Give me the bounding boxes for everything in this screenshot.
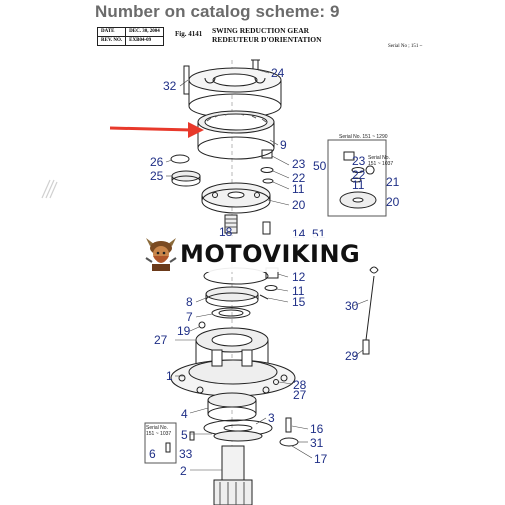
part-label-25[interactable]: 25	[150, 169, 164, 183]
part-label-26[interactable]: 26	[150, 155, 164, 169]
bearing-8	[205, 286, 259, 302]
ring-11	[262, 178, 274, 184]
serial-note: Serial No ; 151 ~	[388, 44, 423, 49]
part-label-12[interactable]: 12	[292, 270, 306, 284]
plug-28	[273, 379, 279, 385]
part-label-22[interactable]: 22	[292, 171, 306, 185]
part-label-11-inset[interactable]: 11	[352, 178, 365, 192]
part-label-5[interactable]: 5	[181, 428, 188, 442]
part-label-11-upper[interactable]: 11	[292, 182, 305, 196]
part-label-8[interactable]: 8	[186, 295, 193, 309]
part-label-1[interactable]: 1	[166, 369, 173, 383]
part-label-9[interactable]: 9	[280, 138, 287, 152]
part-label-31[interactable]: 31	[310, 436, 324, 450]
part-label-20-inset[interactable]: 20	[386, 195, 400, 209]
part-label-19[interactable]: 19	[177, 324, 191, 338]
washer-22	[260, 167, 274, 173]
inset-box-right	[327, 139, 387, 217]
part-label-4[interactable]: 4	[181, 407, 188, 421]
pin-14	[262, 221, 271, 235]
part-label-20[interactable]: 20	[292, 198, 306, 212]
part-label-23[interactable]: 23	[292, 157, 306, 171]
figure-number: Fig. 4141	[175, 30, 203, 38]
part-label-28[interactable]: 28	[293, 378, 307, 392]
ring-11-lower	[264, 285, 278, 291]
gear-26	[170, 154, 190, 164]
inset-box-left	[144, 422, 177, 464]
dipstick-head	[369, 266, 379, 274]
part-label-30[interactable]: 30	[345, 299, 359, 313]
part-label-27-lower[interactable]: 27	[293, 388, 307, 402]
inset-right-serial: Serial No. 151 ~ 1290	[339, 134, 388, 140]
cap-23	[261, 149, 273, 159]
watermark-brand: MOTOVIKING	[180, 240, 361, 268]
dipstick-30	[365, 275, 375, 341]
part-label-17[interactable]: 17	[314, 452, 328, 466]
part-label-7[interactable]: 7	[186, 310, 193, 324]
pin-15	[259, 294, 269, 300]
bearing-4	[207, 392, 257, 408]
screw-6	[165, 442, 171, 453]
part-label-21[interactable]: 21	[386, 175, 400, 189]
part-label-33[interactable]: 33	[179, 447, 193, 461]
part-label-11-lower[interactable]: 11	[292, 284, 305, 298]
figure-title: SWING REDUCTION GEAR REDEUTEUR D'ORIENTA…	[212, 26, 322, 44]
seal-7	[211, 307, 251, 319]
figure-title-en: SWING REDUCTION GEAR	[212, 26, 310, 35]
figure-title-fr: REDEUTEUR D'ORIENTATION	[212, 35, 322, 44]
rev-value: EXB04-09	[125, 36, 164, 46]
part-label-23-inset[interactable]: 23	[352, 154, 366, 168]
pinion-shaft-2	[221, 445, 245, 481]
hatch-mark	[41, 179, 58, 199]
pin-32	[183, 65, 190, 95]
tube-29	[362, 339, 370, 355]
part-label-27[interactable]: 27	[154, 333, 168, 347]
part-label-50[interactable]: 50	[313, 159, 327, 173]
part-label-24[interactable]: 24	[271, 66, 285, 80]
seal-5	[213, 430, 263, 442]
inset-left-serial: Serial No. 151 ~ 1037	[146, 425, 172, 437]
oring-19	[198, 321, 206, 329]
rev-label: REV. NO.	[96, 36, 127, 46]
inset-right-sub-serial: Serial No. 151 ~ 1037	[368, 155, 394, 167]
washer-31	[279, 437, 299, 447]
viking-mascot-icon	[145, 238, 177, 271]
part-label-2[interactable]: 2	[180, 464, 187, 478]
part-label-15[interactable]: 15	[292, 295, 306, 309]
screw-33	[189, 431, 195, 441]
part-label-22-inset[interactable]: 22	[352, 168, 366, 182]
part-label-18[interactable]: 18	[219, 225, 233, 239]
watermark-band	[142, 236, 366, 272]
part-label-3[interactable]: 3	[268, 411, 275, 425]
revision-table: DATE DEC. 30, 2004 REV. NO. EXB04-09	[96, 27, 164, 46]
pointer-arrow	[109, 122, 204, 138]
part-label-29[interactable]: 29	[345, 349, 359, 363]
part-label-32[interactable]: 32	[163, 79, 177, 93]
page-title: Number on catalog scheme: 9	[95, 2, 340, 21]
part-label-6[interactable]: 6	[149, 447, 156, 461]
bolt-16	[285, 417, 292, 433]
part-label-16[interactable]: 16	[310, 422, 324, 436]
